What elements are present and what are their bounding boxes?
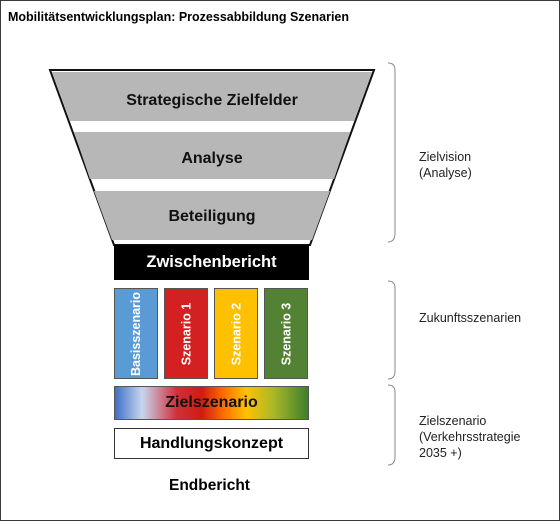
funnel-band-1 [52, 72, 372, 121]
zwischenbericht-box: Zwischenbericht [114, 245, 309, 280]
annotation-zielvision: Zielvision (Analyse) [419, 149, 472, 181]
brace-zielvision [387, 62, 396, 243]
page-title: Mobilitätsentwicklungsplan: Prozessabbil… [8, 10, 350, 24]
scenario-2-label: Szenario 2 [229, 302, 243, 365]
scenario-basis: Basisszenario [114, 288, 158, 379]
scenario-3-label: Szenario 3 [279, 302, 293, 365]
funnel-band-3 [94, 191, 330, 240]
funnel-band-2 [74, 132, 350, 179]
zielszenario-box: Zielszenario [114, 386, 309, 420]
annotation-zielvision-line2: (Analyse) [419, 166, 472, 180]
scenario-2: Szenario 2 [214, 288, 258, 379]
brace-zukunft [387, 280, 396, 380]
endbericht-label: Endbericht [169, 477, 250, 494]
funnel-label-beteiligung: Beteiligung [168, 208, 255, 225]
annotation-zielszenario-line1: Zielszenario [419, 414, 487, 428]
funnel-label-analyse: Analyse [181, 150, 242, 167]
scenario-1-label: Szenario 1 [179, 302, 193, 365]
annotation-zielszenario-line3: 2035 +) [419, 446, 462, 460]
scenario-basis-label: Basisszenario [129, 291, 144, 376]
annotation-zukunft: Zukunftsszenarien [419, 310, 521, 326]
funnel-label-zielfelder: Strategische Zielfelder [126, 92, 298, 109]
brace-zielszenario [387, 384, 396, 466]
annotation-zielszenario-line2: (Verkehrsstrategie [419, 430, 521, 444]
annotation-zielvision-line1: Zielvision [419, 150, 472, 164]
scenario-3: Szenario 3 [264, 288, 308, 379]
scenario-1: Szenario 1 [164, 288, 208, 379]
annotation-zukunft-text: Zukunftsszenarien [419, 311, 522, 325]
annotation-zielszenario: Zielszenario (Verkehrsstrategie 2035 +) [419, 413, 520, 461]
handlungskonzept-box: Handlungskonzept [114, 428, 309, 459]
